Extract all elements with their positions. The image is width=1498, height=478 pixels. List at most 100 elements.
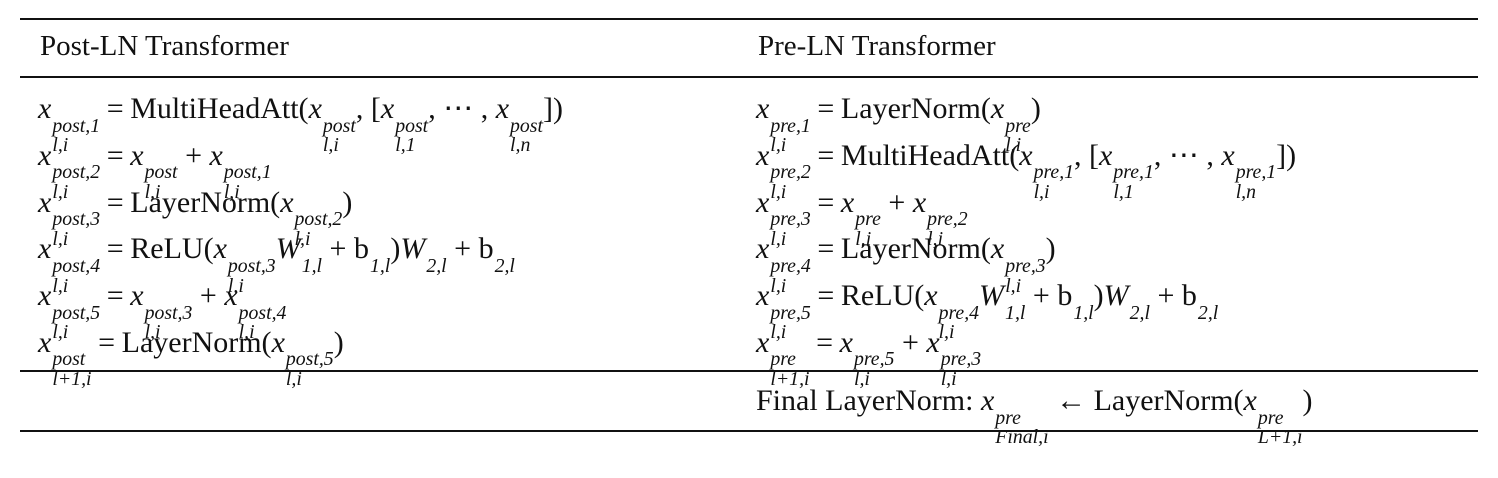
equals-sign: = [817,279,835,313]
post-ln-header: Post-LN Transformer [40,30,289,62]
variable-base: x [38,232,52,266]
operator: , [ [1074,138,1100,172]
superscript: pre,1 [1235,161,1277,184]
superscript: pre,3 [770,208,811,231]
subscript: l,1 [1113,181,1134,204]
operator: ) [1093,279,1104,313]
superscript: post,4 [238,301,287,324]
superscript: pre,3 [940,348,982,371]
equals-sign: = [817,92,835,125]
operator: ← [1048,384,1094,417]
subscript: l,i [855,227,872,250]
function-name: LayerNorm( [130,185,281,219]
subscript: l,i [770,274,787,297]
operator: , ⋯ , [428,92,496,125]
superscript: 1,l [1073,301,1094,324]
variable-base: x [756,279,770,313]
subscript: L+1,i [1257,426,1303,449]
variable-base: W [979,279,1005,313]
variable-base: x [213,232,227,266]
subscript: l,i [227,274,244,297]
superscript: post,3 [227,254,276,277]
operator: , [ [355,92,381,125]
variable-base: x [926,325,940,359]
operator: ) [1302,384,1313,417]
variable-scripts: 2,l [426,256,446,297]
variable-base: x [1243,384,1257,417]
superscript: post,1 [52,114,101,137]
subscript: l,i [144,181,161,204]
variable-base: x [130,138,144,172]
variable-base: b [353,232,369,266]
variable-base: b [1057,279,1073,313]
superscript: post,3 [52,208,101,231]
equals-sign: = [816,325,834,359]
subscript: l,i [940,368,957,391]
function-name: LayerNorm( [1093,384,1244,417]
subscript [1130,323,1150,343]
variable-scripts: 1,l [1005,303,1025,344]
subscript: l,i [770,181,787,204]
variable-base: x [280,185,294,219]
operator: ) [390,232,401,266]
equals-sign: = [817,138,835,172]
superscript: pre [1005,114,1031,137]
subscript: l,i [285,368,302,391]
superscript: post,2 [52,161,101,184]
variable-base: x [38,325,52,359]
variable-base: x [912,185,927,219]
superscript: pre,4 [770,254,811,277]
subscript: Final,i [995,426,1049,449]
subscript: l,i [853,368,870,391]
subscript: l,i [223,181,240,204]
operator: + [1150,279,1182,313]
variable-base: W [275,232,301,266]
superscript: pre,5 [770,301,811,324]
subscript: l,i [1005,134,1022,157]
variable-base: x [924,279,938,313]
function-name: LayerNorm( [840,92,991,125]
operator: + [894,325,927,359]
subscript: l+1,i [52,368,92,391]
operator: ) [333,325,344,359]
